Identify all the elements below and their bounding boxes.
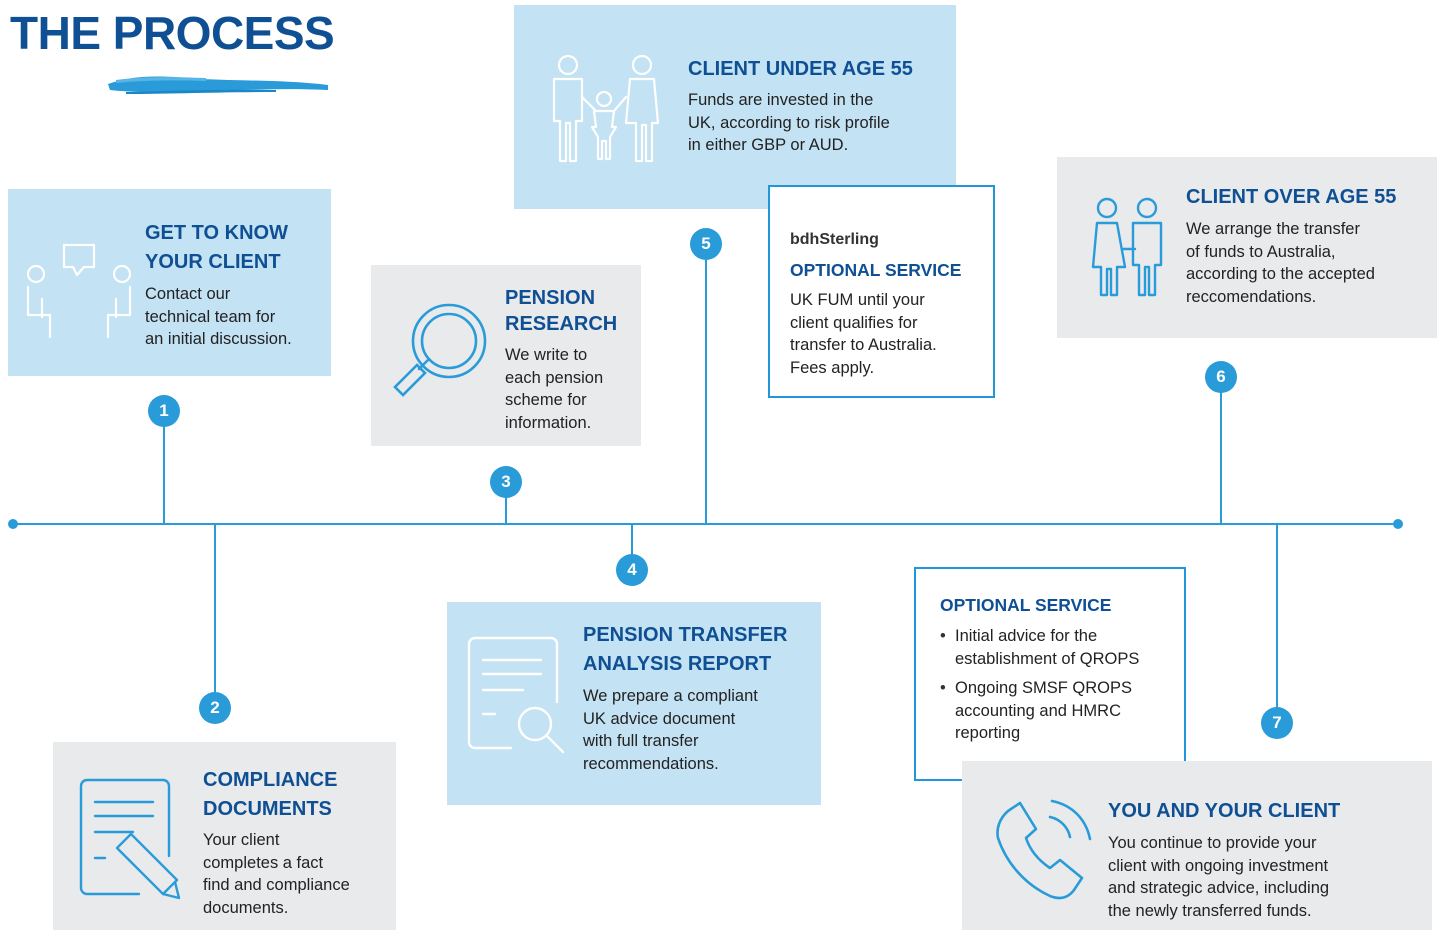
step-number-7: 7 xyxy=(1261,707,1293,739)
magnifier-icon xyxy=(393,303,487,397)
step-heading: PENSION TRANSFER ANALYSIS REPORT xyxy=(583,624,788,675)
step-card-pension-transfer-analysis: PENSION TRANSFER ANALYSIS REPORT We prep… xyxy=(447,602,821,805)
page-title: THE PROCESS xyxy=(10,7,335,59)
step-heading: YOU AND YOUR CLIENT xyxy=(1108,800,1341,822)
optional-service-heading: OPTIONAL SERVICE xyxy=(940,595,1112,615)
step-card-you-and-your-client: YOU AND YOUR CLIENT You continue to prov… xyxy=(962,761,1432,930)
step-heading: COMPLIANCE DOCUMENTS xyxy=(203,769,338,820)
step-text: We prepare a compliant UK advice documen… xyxy=(583,687,758,773)
optional-service-heading: OPTIONAL SERVICE xyxy=(790,260,962,280)
list-item: Ongoing SMSF QROPS accounting and HMRC r… xyxy=(940,677,1180,745)
timeline-axis xyxy=(13,523,1399,525)
step-text: You continue to provide your client with… xyxy=(1108,834,1330,920)
step-card-compliance-documents: COMPLIANCE DOCUMENTS Your client complet… xyxy=(53,742,396,930)
list-item: Initial advice for the establishment of … xyxy=(940,625,1180,670)
brush-stroke-decoration xyxy=(108,76,328,94)
conversation-icon xyxy=(26,243,132,339)
step-text: Funds are invested in the UK, according … xyxy=(688,91,890,154)
step-heading: PENSION RESEARCH xyxy=(505,287,618,335)
step-number-4: 4 xyxy=(616,554,648,586)
step-heading: CLIENT UNDER AGE 55 xyxy=(688,58,913,80)
step-card-pension-research: PENSION RESEARCH We write to each pensio… xyxy=(371,265,641,446)
connector-4 xyxy=(631,524,633,556)
step-text: We arrange the transfer of funds to Aust… xyxy=(1186,220,1375,306)
step-heading: CLIENT OVER AGE 55 xyxy=(1186,186,1397,208)
phone-icon xyxy=(996,799,1092,900)
step-text: We write to each pension scheme for info… xyxy=(505,346,604,432)
step-card-client-over-55: CLIENT OVER AGE 55 We arrange the transf… xyxy=(1057,157,1437,338)
connector-7 xyxy=(1276,524,1278,708)
step-number-1: 1 xyxy=(148,395,180,427)
document-search-icon xyxy=(467,636,565,754)
step-card-client-under-55: CLIENT UNDER AGE 55 Funds are invested i… xyxy=(514,5,956,209)
step-number-6: 6 xyxy=(1205,361,1237,393)
step-number-5: 5 xyxy=(690,228,722,260)
optional-service-text: UK FUM until your client qualifies for t… xyxy=(790,291,937,377)
optional-service-list: Initial advice for the establishment of … xyxy=(940,625,1180,752)
step-number-2: 2 xyxy=(199,692,231,724)
connector-1 xyxy=(163,425,165,524)
family-icon xyxy=(552,54,660,163)
document-pencil-icon xyxy=(79,778,181,900)
connector-6 xyxy=(1220,392,1222,524)
connector-5 xyxy=(705,258,707,524)
step-number-3: 3 xyxy=(490,466,522,498)
connector-2 xyxy=(214,524,216,694)
step-text: Contact our technical team for an initia… xyxy=(145,285,292,348)
brand-name: bdhSterling xyxy=(790,231,879,248)
step-text: Your client completes a fact find and co… xyxy=(203,831,350,917)
timeline-end-dot xyxy=(1393,519,1403,529)
optional-service-qrops: OPTIONAL SERVICE Initial advice for the … xyxy=(914,567,1186,781)
optional-service-bdhsterling: bdhSterling OPTIONAL SERVICE UK FUM unti… xyxy=(768,185,995,398)
step-card-get-to-know-client: GET TO KNOW YOUR CLIENT Contact our tech… xyxy=(8,189,331,376)
couple-icon xyxy=(1091,197,1163,297)
connector-3 xyxy=(505,497,507,524)
timeline-start-dot xyxy=(8,519,18,529)
step-heading: GET TO KNOW YOUR CLIENT xyxy=(145,222,288,273)
